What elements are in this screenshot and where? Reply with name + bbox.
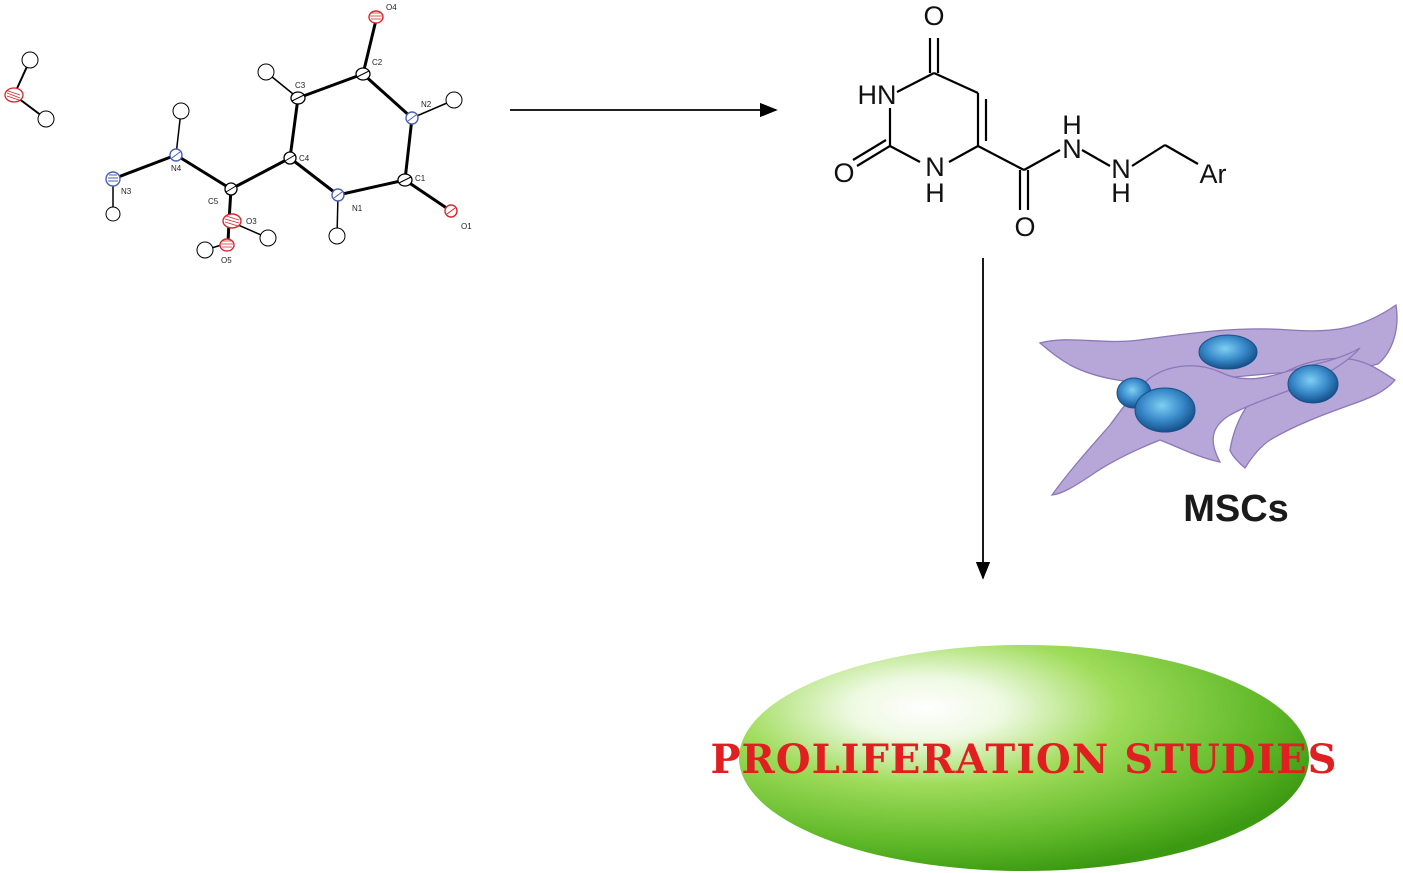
atom-label-c2: C2 — [372, 58, 383, 67]
product-structure: O HN O N H H N N H Ar O — [833, 1, 1226, 242]
product-n-hydrazide: N — [1062, 134, 1082, 164]
product-o-left: O — [833, 158, 854, 188]
oxygen-atom — [222, 213, 242, 229]
crystal-atom-labels: O4 C2 C3 N2 C4 C1 N4 N3 C5 O3 O5 N1 O1 — [121, 3, 472, 265]
cell-nucleus — [1198, 334, 1258, 370]
hydrogen-atom — [172, 102, 190, 120]
msc-cells-illustration: MSCs — [1038, 303, 1398, 530]
atom-label-n3: N3 — [121, 187, 132, 196]
product-n-imine: N — [1111, 154, 1131, 184]
nitrogen-atom — [405, 111, 419, 125]
proliferation-label: PROLIFERATION STUDIES — [710, 736, 1337, 783]
crystal-nitrogens — [105, 111, 419, 202]
atom-label-c5: C5 — [208, 197, 219, 206]
crystal-bonds — [112, 19, 452, 244]
proliferation-outcome: PROLIFERATION STUDIES — [710, 645, 1337, 871]
carbon-atom — [224, 182, 238, 196]
carbon-atom — [290, 91, 306, 105]
atom-label-n2: N2 — [421, 100, 432, 109]
product-ar: Ar — [1200, 159, 1227, 189]
proliferation-ellipse — [739, 645, 1309, 871]
hydrogen-atom — [259, 229, 277, 247]
carbon-atom — [355, 67, 371, 81]
product-bonds — [852, 38, 1199, 210]
msc-label: MSCs — [1183, 488, 1289, 530]
oxygen-atom — [4, 87, 24, 103]
oxygen-atom — [444, 204, 458, 218]
atom-label-c1: C1 — [415, 174, 426, 183]
cell-nucleus — [1134, 387, 1196, 433]
product-h-ring: H — [925, 178, 945, 208]
atom-label-o4: O4 — [386, 3, 397, 12]
carbon-atom — [397, 173, 413, 187]
hydrogen-atom — [105, 206, 121, 222]
crystal-structure: O4 C2 C3 N2 C4 C1 N4 N3 C5 O3 O5 N1 O1 — [4, 3, 472, 265]
hydrogen-atom — [257, 63, 275, 81]
product-hn: HN — [858, 80, 897, 110]
product-o-carbonyl: O — [1014, 212, 1035, 242]
nitrogen-atom — [331, 188, 345, 202]
product-h-imine: H — [1111, 178, 1131, 208]
cell-nucleus — [1287, 364, 1339, 404]
crystal-hydrogens — [105, 63, 463, 259]
oxygen-atom — [368, 10, 384, 24]
atom-label-n1: N1 — [352, 204, 363, 213]
crystal-carbons — [224, 67, 413, 196]
water-molecule — [4, 51, 55, 128]
product-n-ring: N — [925, 152, 945, 182]
oxygen-atom — [219, 238, 235, 252]
atom-label-c3: C3 — [295, 81, 306, 90]
carbon-atom — [283, 151, 297, 165]
hydrogen-atom — [196, 241, 214, 259]
product-h-hydrazide: H — [1062, 110, 1082, 140]
atom-label-o1: O1 — [461, 222, 472, 231]
atom-label-n4: N4 — [171, 164, 182, 173]
atom-label-o5: O5 — [221, 256, 232, 265]
atom-label-o3: O3 — [246, 217, 257, 226]
nitrogen-atom — [169, 148, 183, 162]
atom-label-c4: C4 — [299, 154, 310, 163]
nitrogen-atom — [105, 171, 121, 187]
hydrogen-atom — [445, 91, 463, 109]
hydrogen-atom — [21, 51, 39, 69]
hydrogen-atom — [37, 110, 55, 128]
product-o-top: O — [923, 1, 944, 31]
crystal-oxygens — [219, 10, 458, 252]
hydrogen-atom — [328, 227, 346, 245]
